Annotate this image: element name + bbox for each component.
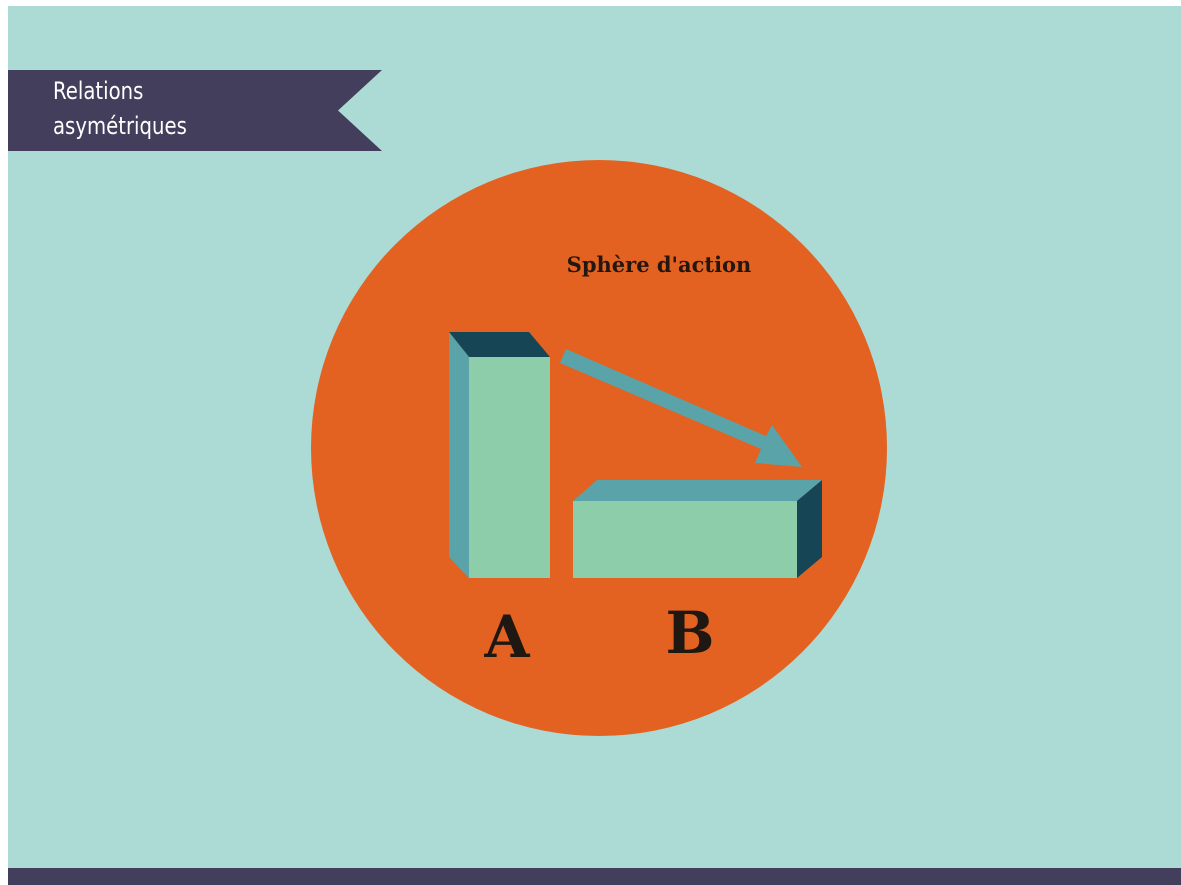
block-a [449,332,550,578]
block-a-label: A [483,603,530,671]
sphere-of-action-label: Sphère d'action [567,252,752,277]
slide: Relations asymétriques Sphère d'action A… [8,6,1181,885]
block-a-side-face [449,332,469,578]
block-b-top-face [573,480,822,501]
sphere-of-action-circle [311,160,887,736]
block-b-front-face [573,501,797,578]
block-b-label: B [665,599,714,667]
relation-diagram: Sphère d'action A B [8,6,1181,866]
footer-bar [8,868,1181,885]
block-b [573,480,822,578]
block-a-front-face [469,357,550,578]
